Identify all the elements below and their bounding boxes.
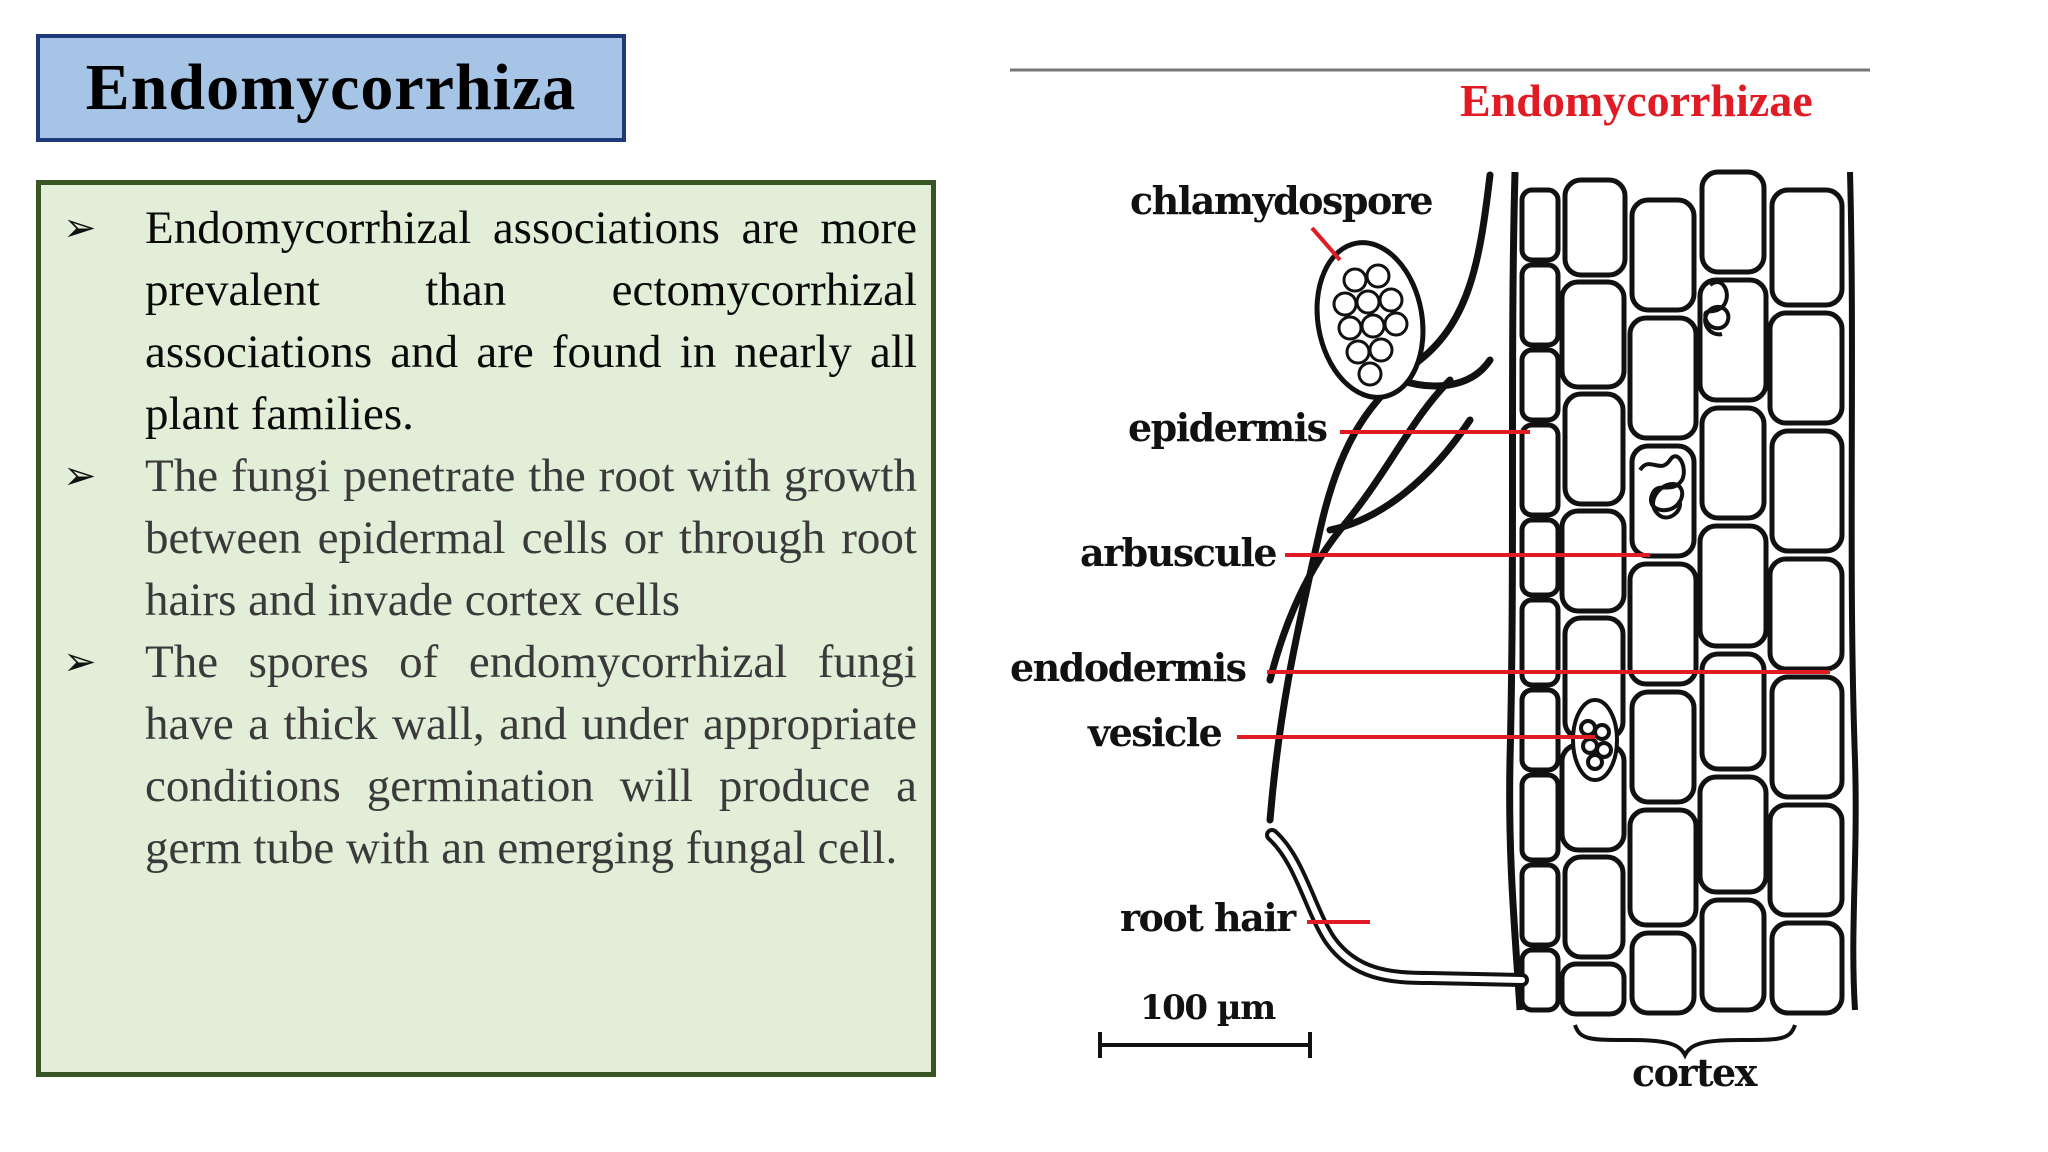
title-box: Endomycorrhiza bbox=[36, 34, 626, 142]
arrow-bullet-icon: ➢ bbox=[63, 205, 97, 251]
bullet-text: Endomycorrhizal associations are more pr… bbox=[145, 202, 917, 440]
label-chlamydospore: chlamydospore bbox=[1130, 178, 1434, 223]
bullet-item: ➢ The spores of endomycorrhizal fungi ha… bbox=[53, 631, 917, 879]
root-hair-drawing bbox=[1265, 828, 1529, 987]
bullet-item: ➢ Endomycorrhizal associations are more … bbox=[53, 197, 917, 445]
label-cortex: cortex bbox=[1632, 1050, 1757, 1095]
cortex-brace bbox=[1573, 1024, 1797, 1060]
chlamydospore-pointer bbox=[1310, 226, 1342, 262]
bullet-text: The spores of endomycorrhizal fungi have… bbox=[145, 636, 917, 874]
slide-title: Endomycorrhiza bbox=[85, 51, 577, 124]
figure-title: Endomycorrhizae bbox=[1460, 75, 1813, 126]
bullet-text: The fungi penetrate the root with growth… bbox=[145, 450, 917, 626]
label-scale: 100 µm bbox=[1140, 988, 1276, 1028]
label-epidermis: epidermis bbox=[1128, 405, 1328, 450]
endomycorrhizae-figure: Endomycorrhizae chlamydospore epidermis … bbox=[1010, 60, 1870, 1100]
pointer-lines bbox=[1237, 226, 1830, 924]
label-root-hair: root hair bbox=[1120, 895, 1296, 940]
hyphae-drawing bbox=[1266, 171, 1494, 824]
arrow-bullet-icon: ➢ bbox=[63, 453, 97, 499]
label-endodermis: endodermis bbox=[1010, 645, 1247, 690]
label-vesicle: vesicle bbox=[1088, 710, 1223, 755]
bullet-item: ➢ The fungi penetrate the root with grow… bbox=[53, 445, 917, 631]
chlamydospore-drawing bbox=[1314, 240, 1426, 400]
scale-bar bbox=[1098, 1032, 1312, 1058]
arrow-bullet-icon: ➢ bbox=[63, 639, 97, 685]
label-arbuscule: arbuscule bbox=[1080, 530, 1278, 575]
vesicle-drawing bbox=[1571, 698, 1619, 782]
arbuscule-drawing bbox=[1638, 280, 1731, 520]
cell-tissue bbox=[1506, 169, 1859, 1017]
root-cross-section-drawing bbox=[1010, 68, 1870, 1060]
content-box: ➢ Endomycorrhizal associations are more … bbox=[36, 180, 936, 1077]
